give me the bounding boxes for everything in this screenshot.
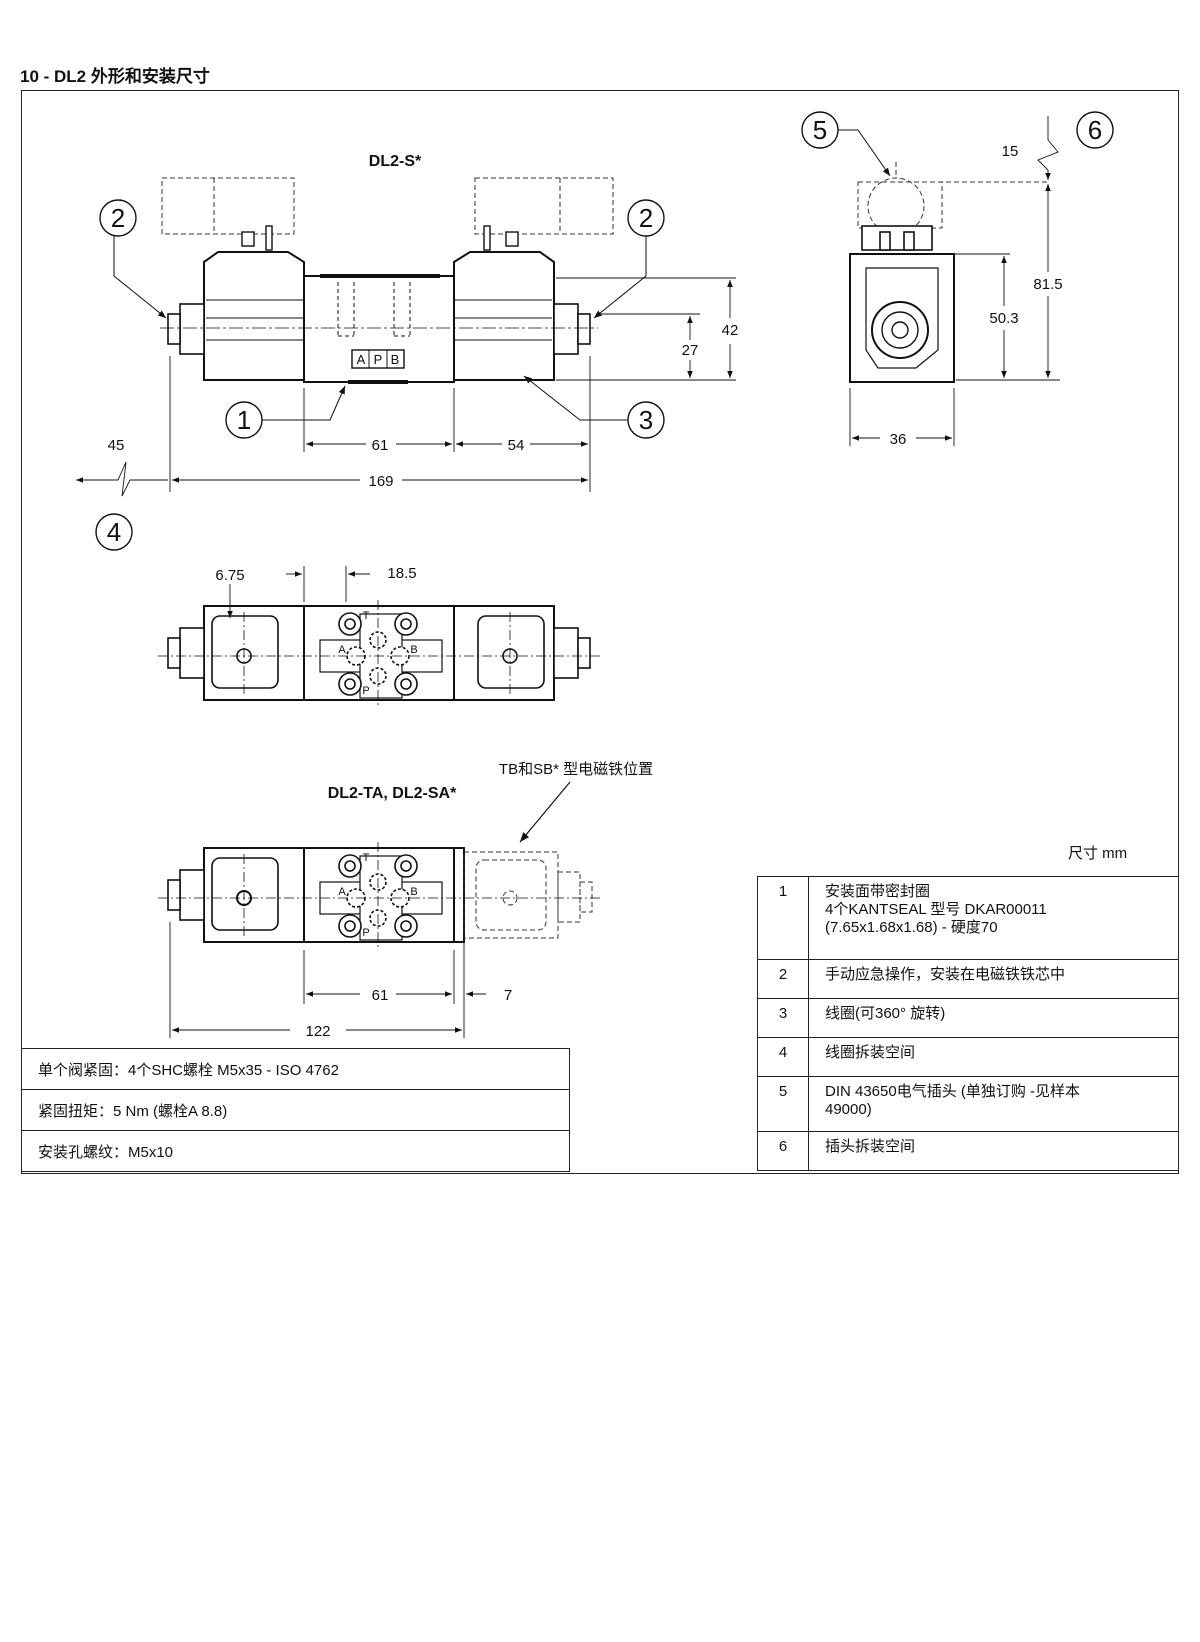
valve-body bbox=[303, 274, 455, 384]
ta-port-p: P bbox=[362, 927, 369, 939]
dim-42: 42 bbox=[722, 322, 739, 339]
fastening-notes-table: 单个阀紧固：4个SHC螺栓 M5x35 - ISO 4762 紧固扭矩：5 Nm… bbox=[21, 1048, 570, 1172]
table-row: 安装孔螺纹：M5x10 bbox=[21, 1130, 570, 1172]
dim-45: 45 bbox=[108, 437, 125, 454]
callout-2-left: 2 bbox=[111, 203, 125, 233]
units-note: 尺寸 mm bbox=[1068, 845, 1128, 862]
legend-num: 1 bbox=[757, 876, 809, 960]
ta-dim-61: 61 bbox=[372, 987, 389, 1004]
plan-port-b: B bbox=[410, 644, 417, 656]
legend-table: 1 安装面带密封圈 4个KANTSEAL 型号 DKAR00011 (7.65x… bbox=[757, 876, 1179, 1171]
legend-line: 线圈拆装空间 bbox=[825, 1044, 916, 1061]
ta-port-a: A bbox=[338, 886, 346, 898]
plan-port-a: A bbox=[338, 644, 346, 656]
port-label-b: B bbox=[391, 352, 400, 367]
plan-view: T A B P 6.75 18.5 bbox=[158, 565, 602, 708]
port-label-p: P bbox=[374, 352, 383, 367]
legend-line: 49000) bbox=[825, 1101, 872, 1118]
leader-line bbox=[593, 236, 647, 319]
legend-line: (7.65x1.68x1.68) - 硬度70 bbox=[825, 919, 998, 936]
callout-6: 6 bbox=[1088, 115, 1102, 145]
dim-36: 36 bbox=[890, 431, 907, 448]
left-solenoid bbox=[167, 251, 305, 381]
legend-line: 4个KANTSEAL 型号 DKAR00011 bbox=[825, 901, 1047, 918]
dim-61: 61 bbox=[372, 437, 389, 454]
port-label-a: A bbox=[357, 352, 366, 367]
ta-port-t: T bbox=[363, 852, 370, 864]
table-row: 4 线圈拆装空间 bbox=[757, 1037, 1179, 1077]
legend-desc: 安装面带密封圈 4个KANTSEAL 型号 DKAR00011 (7.65x1.… bbox=[808, 876, 1179, 960]
callout-circle bbox=[95, 513, 133, 551]
legend-desc: 插头拆装空间 bbox=[808, 1131, 1179, 1171]
legend-line: 线圈(可360° 旋转) bbox=[825, 1005, 946, 1022]
dim-81-5: 81.5 bbox=[1033, 276, 1062, 293]
table-row: 2 手动应急操作，安装在电磁铁铁芯中 bbox=[757, 959, 1179, 999]
dimension-lines bbox=[76, 277, 736, 497]
note-thread: 安装孔螺纹：M5x10 bbox=[21, 1130, 570, 1172]
table-row: 6 插头拆装空间 bbox=[757, 1131, 1179, 1171]
view-label-dl2-ta: DL2-TA, DL2-SA* bbox=[328, 785, 457, 802]
note-arrow bbox=[519, 781, 571, 843]
dim-6-75: 6.75 bbox=[215, 567, 244, 584]
plan-view-dl2-ta: DL2-TA, DL2-SA* TB和SB* 型电磁铁位置 bbox=[158, 761, 653, 1040]
legend-num: 6 bbox=[757, 1131, 809, 1171]
legend-desc: DIN 43650电气插头 (单独订购 -见样本 49000) bbox=[808, 1076, 1179, 1132]
technical-drawing: DL2-S* bbox=[76, 111, 1114, 1040]
legend-line: 手动应急操作，安装在电磁铁铁芯中 bbox=[825, 966, 1066, 983]
section-title: 10 - DL2 外形和安装尺寸 bbox=[20, 67, 210, 86]
dim-50-3: 50.3 bbox=[989, 310, 1018, 327]
dim-15: 15 bbox=[1002, 143, 1019, 160]
legend-desc: 手动应急操作，安装在电磁铁铁芯中 bbox=[808, 959, 1179, 999]
callout-5: 5 bbox=[813, 115, 827, 145]
legend-line: 插头拆装空间 bbox=[825, 1138, 916, 1155]
dim-169: 169 bbox=[368, 473, 393, 490]
note-bolts: 单个阀紧固：4个SHC螺栓 M5x35 - ISO 4762 bbox=[21, 1048, 570, 1090]
legend-num: 4 bbox=[757, 1037, 809, 1077]
table-row: 紧固扭矩：5 Nm (螺栓A 8.8) bbox=[21, 1089, 570, 1131]
dim-54: 54 bbox=[508, 437, 525, 454]
dim-27: 27 bbox=[682, 342, 699, 359]
ta-dim-7: 7 bbox=[504, 987, 512, 1004]
table-row: 5 DIN 43650电气插头 (单独订购 -见样本 49000) bbox=[757, 1076, 1179, 1132]
legend-line: DIN 43650电气插头 (单独订购 -见样本 bbox=[825, 1083, 1081, 1100]
table-row: 1 安装面带密封圈 4个KANTSEAL 型号 DKAR00011 (7.65x… bbox=[757, 876, 1179, 960]
legend-num: 5 bbox=[757, 1076, 809, 1132]
ta-port-b: B bbox=[410, 886, 417, 898]
legend-desc: 线圈(可360° 旋转) bbox=[808, 998, 1179, 1038]
callout-circle bbox=[1076, 111, 1114, 149]
plan-port-t: T bbox=[363, 610, 370, 622]
note-torque: 紧固扭矩：5 Nm (螺栓A 8.8) bbox=[21, 1089, 570, 1131]
callout-1: 1 bbox=[237, 405, 251, 435]
side-view-dl2-s: DL2-S* bbox=[76, 153, 739, 551]
right-solenoid bbox=[453, 251, 591, 381]
dim-18-5: 18.5 bbox=[387, 565, 416, 582]
leader-line bbox=[113, 236, 167, 319]
plan-port-p: P bbox=[362, 685, 369, 697]
terminal-pins bbox=[241, 225, 519, 251]
left-plug-outline bbox=[161, 177, 295, 235]
end-view: 5 6 15 81.5 50.3 36 bbox=[801, 111, 1114, 448]
legend-num: 3 bbox=[757, 998, 809, 1038]
callout-circle bbox=[99, 199, 137, 237]
table-row: 单个阀紧固：4个SHC螺栓 M5x35 - ISO 4762 bbox=[21, 1048, 570, 1090]
right-plug-outline bbox=[474, 177, 614, 235]
callout-2-right: 2 bbox=[639, 203, 653, 233]
leader-line bbox=[838, 129, 891, 177]
callout-3: 3 bbox=[639, 405, 653, 435]
view-label-dl2-s: DL2-S* bbox=[369, 153, 422, 170]
drawing-frame bbox=[21, 90, 1179, 1174]
legend-line: 安装面带密封圈 bbox=[825, 883, 931, 900]
leader-line bbox=[262, 385, 346, 421]
legend-desc: 线圈拆装空间 bbox=[808, 1037, 1179, 1077]
table-row: 3 线圈(可360° 旋转) bbox=[757, 998, 1179, 1038]
tb-sb-note: TB和SB* 型电磁铁位置 bbox=[499, 761, 653, 778]
ta-dim-122: 122 bbox=[305, 1023, 330, 1040]
legend-num: 2 bbox=[757, 959, 809, 999]
leader-line bbox=[523, 375, 628, 421]
callout-4: 4 bbox=[107, 517, 121, 547]
